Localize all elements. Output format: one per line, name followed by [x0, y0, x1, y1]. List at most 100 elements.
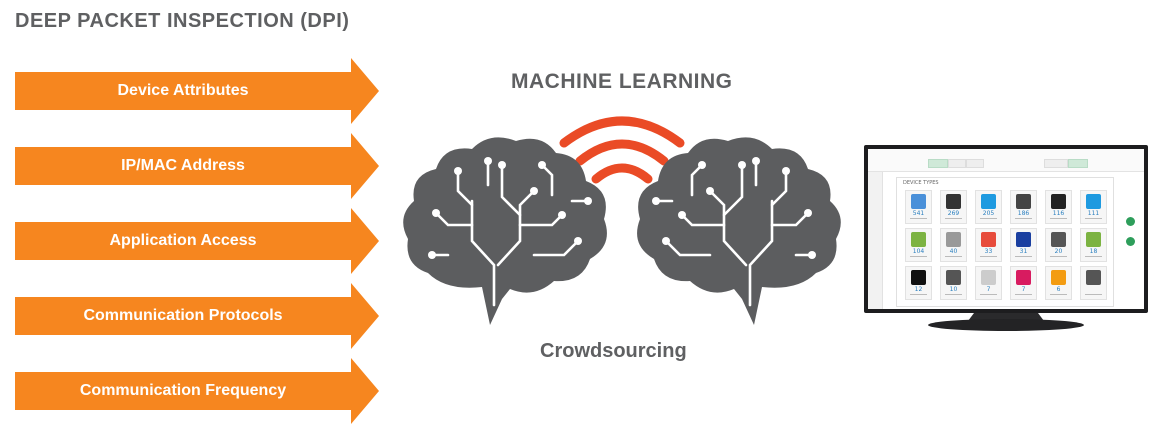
device-tile[interactable]: 10: [940, 266, 967, 300]
device-count: 541: [912, 210, 925, 217]
device-label-line: [910, 256, 927, 257]
arrow-shape: [15, 133, 379, 199]
mac-icon: [911, 194, 926, 209]
screen-tab: [1044, 159, 1068, 168]
device-label-line: [980, 218, 997, 219]
panel-title: DEVICE TYPES: [903, 180, 939, 186]
android-icon: [1086, 232, 1101, 247]
device-label-line: [1050, 256, 1067, 257]
device-label-line: [1085, 294, 1102, 295]
device-tile[interactable]: 40: [940, 228, 967, 262]
server-rack-icon: [1086, 270, 1101, 285]
screen-tab: [1068, 159, 1088, 168]
arrow-ip-mac-address: IP/MAC Address: [15, 133, 379, 199]
device-label-line: [1015, 256, 1032, 257]
device-tile[interactable]: 6: [1045, 266, 1072, 300]
device-tile[interactable]: 104: [905, 228, 932, 262]
device-label-line: [980, 294, 997, 295]
monitor-icon: [1051, 194, 1066, 209]
device-tile[interactable]: 7: [1010, 266, 1037, 300]
device-tile[interactable]: 33: [975, 228, 1002, 262]
router-icon: [1051, 270, 1066, 285]
screen-sidebar: [868, 149, 883, 309]
device-count: 111: [1087, 210, 1100, 217]
arrow-label: Application Access: [109, 232, 257, 249]
screen-action-icon: [1126, 237, 1135, 246]
device-count: 20: [1054, 248, 1063, 255]
device-tile[interactable]: 7: [975, 266, 1002, 300]
screen-tab: [928, 159, 948, 168]
arrow-label: Device Attributes: [117, 82, 249, 99]
screen-tab: [948, 159, 966, 168]
device-tile[interactable]: 111: [1080, 190, 1107, 224]
satrix-icon: [1016, 270, 1031, 285]
arrow-label: IP/MAC Address: [121, 157, 245, 174]
arrow-shape: [15, 58, 379, 124]
device-label-line: [1085, 256, 1102, 257]
device-icon: [981, 270, 996, 285]
device-count: 186: [1017, 210, 1030, 217]
device-tile[interactable]: [1080, 266, 1107, 300]
windows-icon: [981, 194, 996, 209]
device-count: 33: [984, 248, 993, 255]
arrow-device-attributes: Device Attributes: [15, 58, 379, 124]
device-tile[interactable]: 269: [940, 190, 967, 224]
screen-action-icon: [1126, 217, 1135, 226]
device-count: 205: [982, 210, 995, 217]
device-tile[interactable]: 541: [905, 190, 932, 224]
windows-xp-icon: [981, 232, 996, 247]
device-count: 7: [986, 286, 991, 293]
device-tile[interactable]: 20: [1045, 228, 1072, 262]
crowdsourcing-label: Crowdsourcing: [540, 340, 687, 362]
printer-icon: [1016, 194, 1031, 209]
right-brain-icon: [637, 137, 841, 325]
device-tile[interactable]: 12: [905, 266, 932, 300]
device-label-line: [945, 256, 962, 257]
device-count: 10: [949, 286, 958, 293]
device-count: 116: [1052, 210, 1065, 217]
device-label-line: [910, 218, 927, 219]
tablet-icon: [911, 270, 926, 285]
phone-icon: [946, 194, 961, 209]
machine-learning-label: MACHINE LEARNING: [511, 70, 733, 93]
device-count: 18: [1089, 248, 1098, 255]
device-tile[interactable]: 205: [975, 190, 1002, 224]
device-label-line: [980, 256, 997, 257]
arrow-label: Communication Protocols: [83, 307, 283, 324]
device-tile[interactable]: 31: [1010, 228, 1037, 262]
device-label-line: [1085, 218, 1102, 219]
android-icon: [911, 232, 926, 247]
arrow-application-access: Application Access: [15, 208, 379, 274]
device-count: 104: [912, 248, 925, 255]
samsung-icon: [1016, 232, 1031, 247]
arrow-shape: [15, 283, 379, 349]
device-label-line: [1015, 218, 1032, 219]
device-count: 269: [947, 210, 960, 217]
arrow-communication-frequency: Communication Frequency: [15, 358, 379, 424]
left-brain-icon: [403, 137, 607, 325]
screen-toolbar: [868, 149, 1144, 172]
device-label-line: [945, 218, 962, 219]
arrow-label: Communication Frequency: [79, 382, 287, 399]
device-tile[interactable]: 116: [1045, 190, 1072, 224]
device-label-line: [910, 294, 927, 295]
brains-illustration: [403, 116, 841, 325]
device-count: 31: [1019, 248, 1028, 255]
device-label-line: [1050, 294, 1067, 295]
device-count: 40: [949, 248, 958, 255]
arrow-shape: [15, 208, 379, 274]
arrow-shape: [15, 358, 379, 424]
device-label-line: [1050, 218, 1067, 219]
device-label-line: [945, 294, 962, 295]
signal-waves-icon: [559, 116, 685, 184]
page-title: DEEP PACKET INSPECTION (DPI): [15, 10, 350, 32]
device-count: 6: [1056, 286, 1061, 293]
screen-tab: [966, 159, 984, 168]
server-rack-icon: [1051, 232, 1066, 247]
device-tile[interactable]: 186: [1010, 190, 1037, 224]
device-tile[interactable]: 18: [1080, 228, 1107, 262]
device-count: 7: [1021, 286, 1026, 293]
